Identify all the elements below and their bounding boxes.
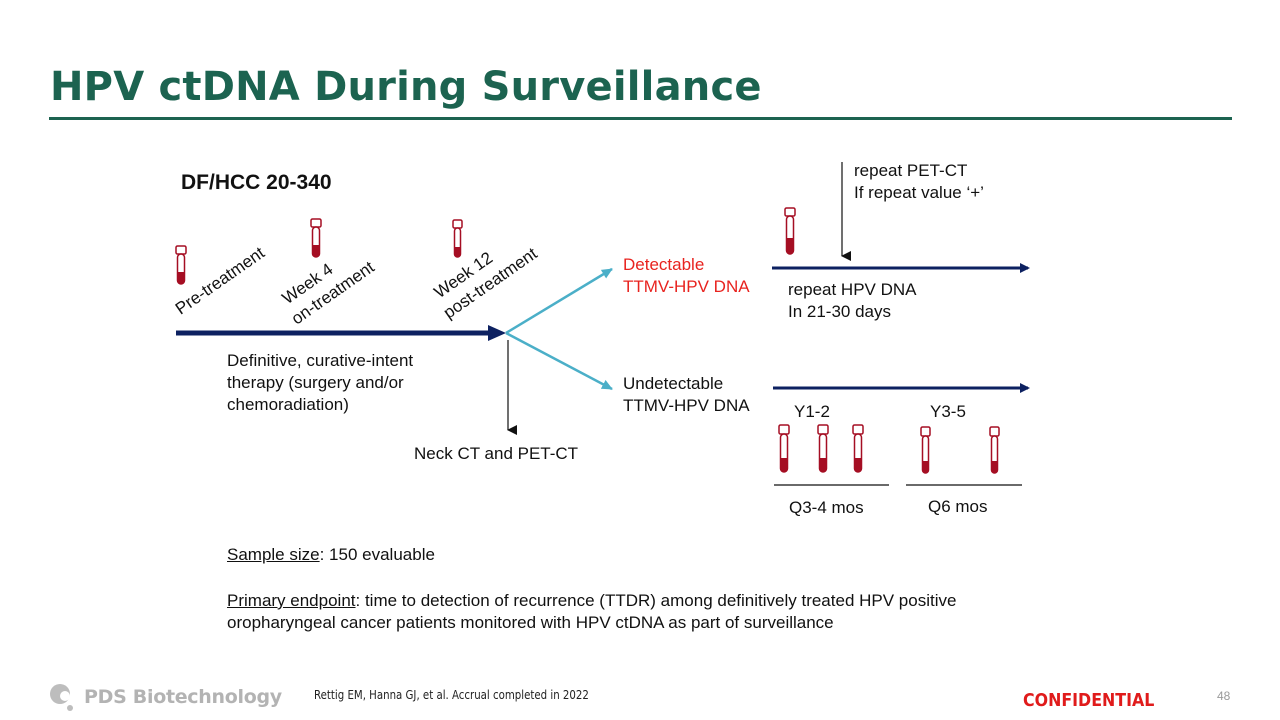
study-id: DF/HCC 20-340: [181, 171, 332, 194]
blood-collection-tube-icon: [310, 218, 322, 258]
undetectable-label: Undetectable TTMV-HPV DNA: [623, 374, 750, 415]
page-number: 48: [1217, 689, 1231, 703]
company-logo: PDS Biotechnology: [48, 682, 282, 712]
interval-label-q6: Q6 mos: [928, 497, 988, 516]
undetectable-branch-arrow: [505, 331, 613, 391]
sample-size-note: Sample size: 150 evaluable: [227, 544, 435, 566]
sample-size-value: : 150 evaluable: [319, 545, 435, 564]
period-label-y1-2: Y1-2: [794, 402, 830, 421]
blood-collection-tube-icon: [778, 424, 790, 473]
interval-label-q3-4: Q3-4 mos: [789, 498, 864, 517]
primary-endpoint-label: Primary endpoint: [227, 591, 356, 610]
citation: Rettig EM, Hanna GJ, et al. Accrual comp…: [314, 688, 589, 702]
detectable-label: Detectable TTMV-HPV DNA: [623, 255, 750, 296]
blood-collection-tube-icon: [784, 207, 796, 255]
confidential-label: CONFIDENTIAL: [1023, 690, 1155, 711]
sample-size-label: Sample size: [227, 545, 320, 564]
primary-endpoint-note: Primary endpoint: time to detection of r…: [227, 590, 956, 634]
title-divider: [49, 117, 1232, 120]
primary-endpoint-value-continued: oropharyngeal cancer patients monitored …: [227, 613, 834, 632]
tube-group: [175, 207, 1000, 474]
detectable-branch-arrow: [505, 267, 613, 335]
imaging-label: Neck CT and PET-CT: [414, 444, 579, 463]
blood-collection-tube-icon: [175, 245, 187, 285]
main-timeline-arrowhead: [488, 325, 506, 341]
repeat-hpv-dna-label: repeat HPV DNA In 21-30 days: [788, 280, 917, 321]
primary-endpoint-value: : time to detection of recurrence (TTDR)…: [355, 591, 957, 610]
blood-collection-tube-icon: [452, 219, 463, 258]
blood-collection-tube-icon: [989, 426, 1000, 474]
period-label-y3-5: Y3-5: [930, 402, 966, 421]
therapy-label: Definitive, curative-intent therapy (sur…: [227, 351, 414, 414]
pds-logo-icon: [50, 684, 73, 711]
company-name: PDS Biotechnology: [84, 686, 282, 708]
blood-collection-tube-icon: [920, 426, 931, 474]
slide-title: HPV ctDNA During Surveillance: [50, 64, 762, 110]
blood-collection-tube-icon: [852, 424, 864, 473]
blood-collection-tube-icon: [817, 424, 829, 473]
repeat-pet-ct-label: repeat PET-CT If repeat value ‘+’: [854, 161, 984, 202]
